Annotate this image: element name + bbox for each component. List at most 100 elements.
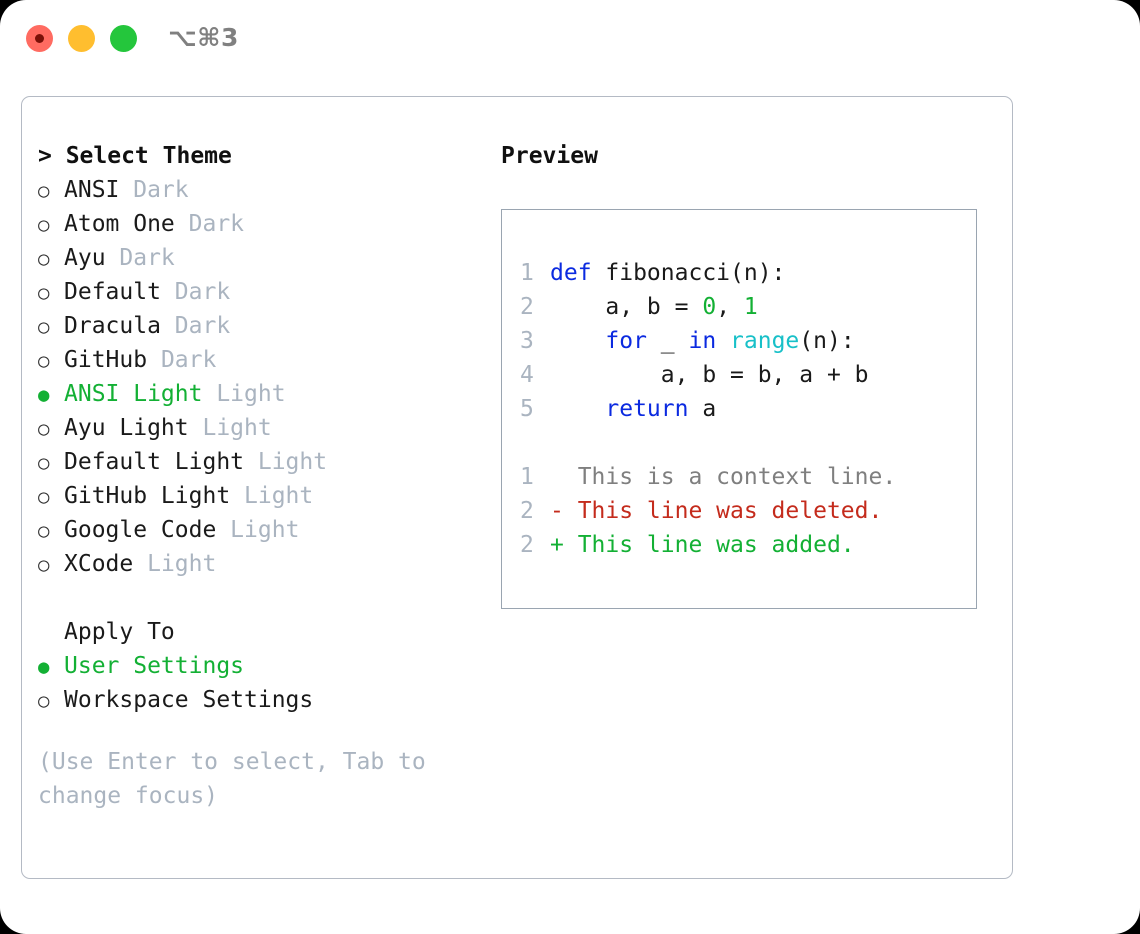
theme-option-dracula[interactable]: ○Dracula Dark	[38, 309, 478, 343]
diff-line-content: - This line was deleted.	[550, 498, 883, 524]
line-number: 1	[520, 464, 534, 490]
title-bar: ⌥⌘3	[0, 0, 1140, 76]
theme-option-label: Dracula	[64, 313, 161, 339]
code-line: 5 return a	[520, 392, 976, 426]
minimize-button[interactable]	[68, 25, 95, 52]
radio-unselected-icon: ○	[38, 520, 50, 542]
theme-option-google-code[interactable]: ○ Google Code Light	[38, 513, 478, 547]
theme-option-github-light[interactable]: ○GitHub Light Light	[38, 479, 478, 513]
code-token-txt: a, b =	[550, 294, 703, 320]
diff-sample: 1 This is a context line. 2 - This line wa…	[520, 460, 976, 562]
select-theme-heading: > Select Theme	[38, 143, 232, 169]
code-line: 4 a, b = b, a + b	[520, 358, 976, 392]
theme-option-kind-badge: Dark	[105, 245, 175, 271]
theme-option-kind-badge: Light	[216, 517, 300, 543]
theme-option-kind-badge: Dark	[160, 279, 231, 305]
theme-option-label: GitHub	[64, 347, 148, 373]
theme-option-ayu[interactable]: ○ Ayu Dark	[38, 241, 478, 275]
theme-option-xcode[interactable]: ○ XCode Light	[38, 547, 478, 581]
radio-unselected-icon: ○	[38, 180, 50, 202]
code-token-txt: ,	[716, 294, 744, 320]
code-token-kw: def	[550, 260, 592, 286]
line-number: 2	[520, 532, 534, 558]
apply-to-heading: Apply To	[64, 619, 175, 645]
diff-line-content: This is a context line.	[550, 464, 897, 490]
theme-option-kind-badge: Light	[230, 483, 314, 509]
close-button[interactable]	[26, 25, 53, 52]
radio-unselected-icon: ○	[38, 214, 50, 236]
code-token-txt: a	[688, 396, 717, 422]
code-token-txt	[716, 328, 730, 354]
apply-to-option-workspace-settings[interactable]: ○Workspace Settings	[38, 683, 478, 717]
code-token-kw: in	[688, 328, 717, 354]
theme-option-kind-badge: Light	[188, 415, 272, 441]
line-number: 2	[520, 498, 534, 524]
code-token-num: 1	[743, 294, 758, 320]
diff-line-del: 2 - This line was deleted.	[520, 494, 976, 528]
radio-unselected-icon: ○	[38, 554, 50, 576]
code-token-fn: range	[730, 328, 800, 354]
theme-option-label: Default	[64, 279, 161, 305]
theme-option-kind-badge: Dark	[174, 211, 245, 237]
diff-line-content: + This line was added.	[550, 532, 855, 558]
code-token-txt: _	[646, 328, 689, 354]
radio-unselected-icon: ○	[38, 690, 50, 712]
apply-to-list: ● User Settings ○Workspace Settings	[38, 649, 478, 717]
theme-option-kind-badge: Dark	[160, 313, 231, 339]
theme-option-ayu-light[interactable]: ○ Ayu Light Light	[38, 411, 478, 445]
code-line: 3 for _ in range(n):	[520, 324, 976, 358]
theme-option-ansi[interactable]: ○ANSI Dark	[38, 173, 478, 207]
preview-heading: Preview	[501, 143, 598, 169]
code-line-content: for _ in range(n):	[550, 324, 855, 358]
radio-unselected-icon: ○	[38, 418, 50, 440]
radio-unselected-icon: ○	[38, 350, 50, 372]
theme-option-kind-badge: Dark	[119, 177, 189, 203]
theme-option-atom-one[interactable]: ○ Atom One Dark	[38, 207, 478, 241]
code-token-kw: for	[605, 328, 647, 354]
theme-option-label: Ayu	[64, 245, 106, 271]
keyboard-shortcut-label: ⌥⌘3	[168, 23, 239, 52]
code-line: 2 a, b = 0, 1	[520, 290, 976, 324]
code-token-txt: (n):	[799, 328, 855, 354]
theme-option-ansi-light[interactable]: ● ANSI Light Light	[38, 377, 478, 411]
theme-option-kind-badge: Light	[202, 381, 286, 407]
spacer	[38, 581, 478, 615]
radio-unselected-icon: ○	[38, 282, 50, 304]
code-line: 1 def fibonacci(n):	[520, 256, 976, 290]
code-token-txt: a, b = b, a + b	[550, 362, 869, 388]
line-number: 5	[520, 396, 534, 422]
radio-selected-icon: ●	[38, 656, 50, 678]
line-number: 1	[520, 260, 534, 286]
traffic-lights	[26, 25, 137, 52]
zoom-button[interactable]	[110, 25, 137, 52]
theme-option-github[interactable]: ○GitHub Dark	[38, 343, 478, 377]
code-token-kw: return	[605, 396, 689, 422]
diff-line-add: 2 + This line was added.	[520, 528, 976, 562]
code-token-txt	[550, 328, 605, 354]
theme-picker-column: > Select Theme ○ANSI Dark○Atom One Dark○…	[38, 139, 478, 813]
apply-to-option-user-settings[interactable]: ● User Settings	[38, 649, 478, 683]
code-token-txt	[550, 396, 605, 422]
code-line-content: a, b = 0, 1	[550, 290, 758, 324]
theme-option-label: ANSI Light	[64, 381, 203, 407]
code-line-content: def fibonacci(n):	[550, 256, 785, 290]
code-line-content: return a	[550, 392, 716, 426]
theme-option-default-light[interactable]: ○Default Light Light	[38, 445, 478, 479]
theme-option-label: Default Light	[64, 449, 245, 475]
theme-option-label: Atom One	[64, 211, 175, 237]
theme-option-label: Google Code	[64, 517, 217, 543]
diff-line-ctx: 1 This is a context line.	[520, 460, 976, 494]
theme-option-label: Ayu Light	[64, 415, 189, 441]
radio-unselected-icon: ○	[38, 248, 50, 270]
theme-option-kind-badge: Light	[133, 551, 217, 577]
code-token-num: 0	[702, 294, 717, 320]
code-blank-line	[520, 426, 976, 460]
theme-option-label: XCode	[64, 551, 134, 577]
theme-option-default[interactable]: ○ Default Dark	[38, 275, 478, 309]
radio-selected-icon: ●	[38, 384, 50, 406]
apply-to-option-label: User Settings	[64, 653, 245, 679]
